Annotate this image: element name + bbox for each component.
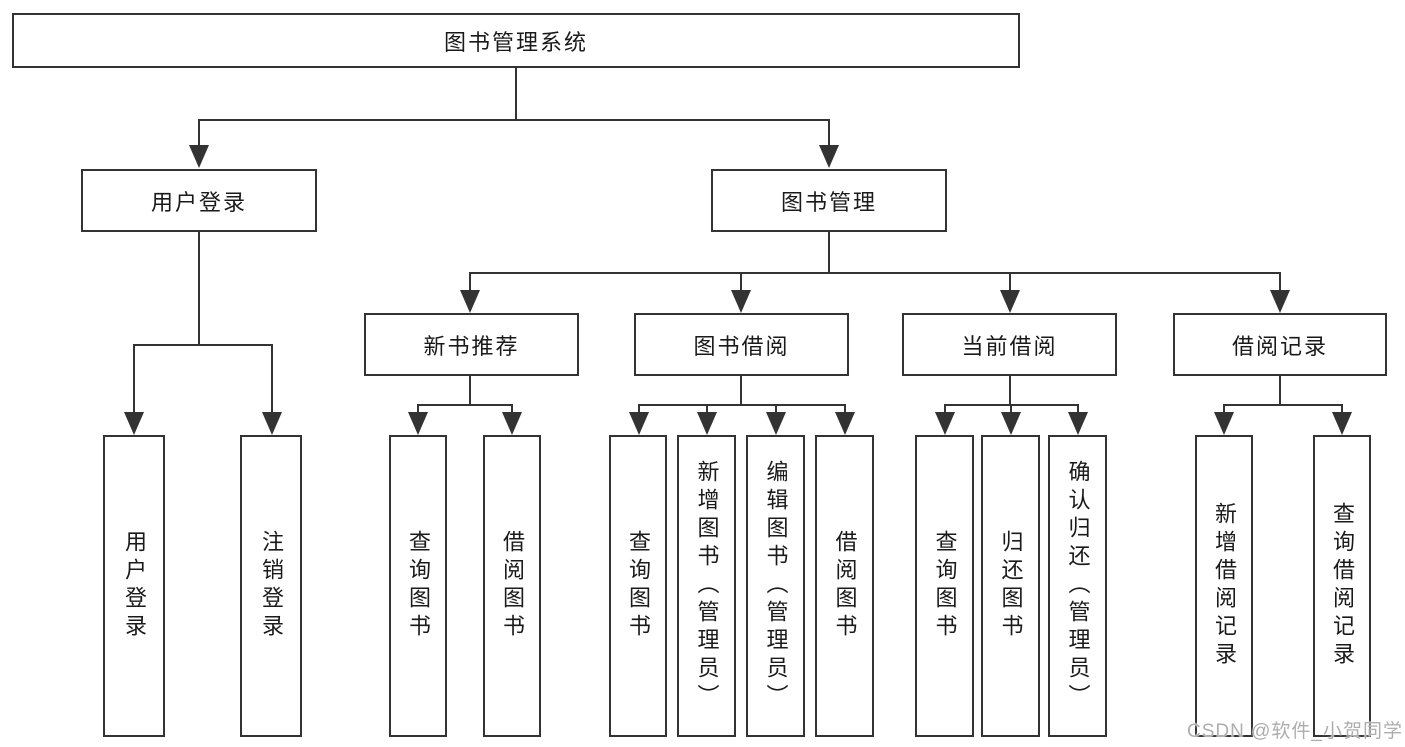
node-root-label: 图书管理系统 (443, 29, 588, 55)
node-book-management: 图书管理 (711, 169, 947, 232)
arrow-down-icon (766, 412, 786, 435)
leaf-newbooks-borrow-label: 借阅图书 (500, 530, 525, 642)
connector-bookmgmt-rail (469, 272, 1281, 274)
connector-drop-leaf (775, 404, 777, 414)
leaf-logout-label: 注销登录 (259, 530, 284, 642)
connector-drop-level3 (740, 272, 742, 292)
connector-drop-leaf (1010, 404, 1012, 414)
leaf-newbooks-query: 查询图书 (389, 435, 447, 737)
arrow-down-icon (1001, 412, 1021, 435)
node-book-borrow-label: 图书借阅 (693, 333, 790, 359)
leaf-current-confirm-admin-label: 确认归还（管理员） (1065, 460, 1091, 712)
connector-drop-level3 (469, 272, 471, 292)
leaf-borrow-borrow-label: 借阅图书 (832, 530, 858, 642)
leaf-records-query-label: 查询借阅记录 (1330, 502, 1355, 670)
node-new-book-recommend-label: 新书推荐 (423, 333, 520, 359)
node-book-borrow: 图书借阅 (634, 313, 849, 376)
arrow-down-icon (835, 412, 855, 435)
connector-drop-book-mgmt (828, 119, 830, 148)
arrow-down-icon (1332, 412, 1352, 435)
connector-drop-leaf (271, 344, 273, 414)
connector-records-stem (1279, 376, 1281, 406)
connector-drop-level3 (1279, 272, 1281, 292)
connector-drop-leaf (1341, 404, 1343, 414)
node-borrow-records-label: 借阅记录 (1231, 333, 1328, 359)
connector-newbooks-stem (469, 376, 471, 406)
leaf-borrow-query: 查询图书 (609, 435, 667, 737)
arrow-down-icon (502, 412, 522, 435)
connector-drop-leaf (133, 344, 135, 414)
connector-bookborrow-rail (638, 404, 845, 406)
leaf-logout: 注销登录 (240, 435, 302, 737)
connector-drop-leaf (638, 404, 640, 414)
node-user-login-label: 用户登录 (150, 189, 247, 215)
connector-bookborrow-stem (740, 376, 742, 406)
leaf-borrow-edit-admin: 编辑图书（管理员） (746, 435, 805, 737)
node-borrow-records: 借阅记录 (1173, 313, 1387, 376)
arrow-down-icon (1214, 412, 1234, 435)
leaf-newbooks-query-label: 查询图书 (406, 530, 431, 642)
leaf-current-query: 查询图书 (915, 435, 974, 737)
node-current-borrow-label: 当前借阅 (961, 333, 1058, 359)
leaf-records-add-label: 新增借阅记录 (1212, 502, 1237, 670)
arrow-down-icon (262, 412, 282, 435)
connector-drop-leaf (1077, 404, 1079, 414)
leaf-current-confirm-admin: 确认归还（管理员） (1048, 435, 1107, 737)
connector-bookmgmt-stem (828, 232, 830, 274)
arrow-down-icon (124, 412, 144, 435)
arrow-down-icon (629, 412, 649, 435)
node-user-login: 用户登录 (81, 169, 317, 232)
leaf-current-query-label: 查询图书 (932, 530, 958, 642)
node-current-borrow: 当前借阅 (902, 313, 1117, 376)
connector-drop-level3 (1009, 272, 1011, 292)
connector-drop-leaf (706, 404, 708, 414)
arrow-down-icon (460, 290, 480, 313)
arrow-down-icon (189, 145, 209, 168)
leaf-user-login: 用户登录 (103, 435, 165, 737)
connector-root-stem (515, 68, 517, 120)
connector-drop-leaf (417, 404, 419, 414)
leaf-borrow-borrow: 借阅图书 (815, 435, 874, 737)
node-book-management-label: 图书管理 (780, 189, 877, 215)
node-new-book-recommend: 新书推荐 (364, 313, 579, 376)
leaf-newbooks-borrow: 借阅图书 (483, 435, 541, 737)
connector-newbooks-rail (417, 404, 513, 406)
connector-currentborrow-stem (1009, 376, 1011, 406)
leaf-borrow-edit-admin-label: 编辑图书（管理员） (763, 460, 789, 712)
arrow-down-icon (408, 412, 428, 435)
leaf-current-return-label: 归还图书 (998, 530, 1024, 642)
leaf-records-query: 查询借阅记录 (1313, 435, 1371, 737)
arrow-down-icon (1000, 290, 1020, 313)
leaf-user-login-label: 用户登录 (122, 530, 147, 642)
leaf-records-add: 新增借阅记录 (1195, 435, 1253, 737)
csdn-watermark: CSDN @软件_小贺同学 (1187, 721, 1403, 742)
leaf-borrow-add-admin-label: 新增图书（管理员） (694, 460, 720, 712)
leaf-borrow-add-admin: 新增图书（管理员） (677, 435, 736, 737)
connector-drop-leaf (1223, 404, 1225, 414)
arrow-down-icon (1068, 412, 1088, 435)
connector-userlogin-stem (198, 232, 200, 346)
leaf-borrow-query-label: 查询图书 (626, 530, 651, 642)
connector-drop-leaf (511, 404, 513, 414)
arrow-down-icon (731, 290, 751, 313)
connector-records-rail (1223, 404, 1343, 406)
node-root: 图书管理系统 (12, 13, 1020, 68)
arrow-down-icon (819, 145, 839, 168)
arrow-down-icon (1270, 290, 1290, 313)
connector-userlogin-rail (133, 344, 273, 346)
leaf-current-return: 归还图书 (981, 435, 1040, 737)
connector-root-rail (198, 119, 830, 121)
arrow-down-icon (697, 412, 717, 435)
connector-drop-leaf (844, 404, 846, 414)
connector-drop-user-login (198, 119, 200, 148)
arrow-down-icon (935, 412, 955, 435)
connector-drop-leaf (944, 404, 946, 414)
